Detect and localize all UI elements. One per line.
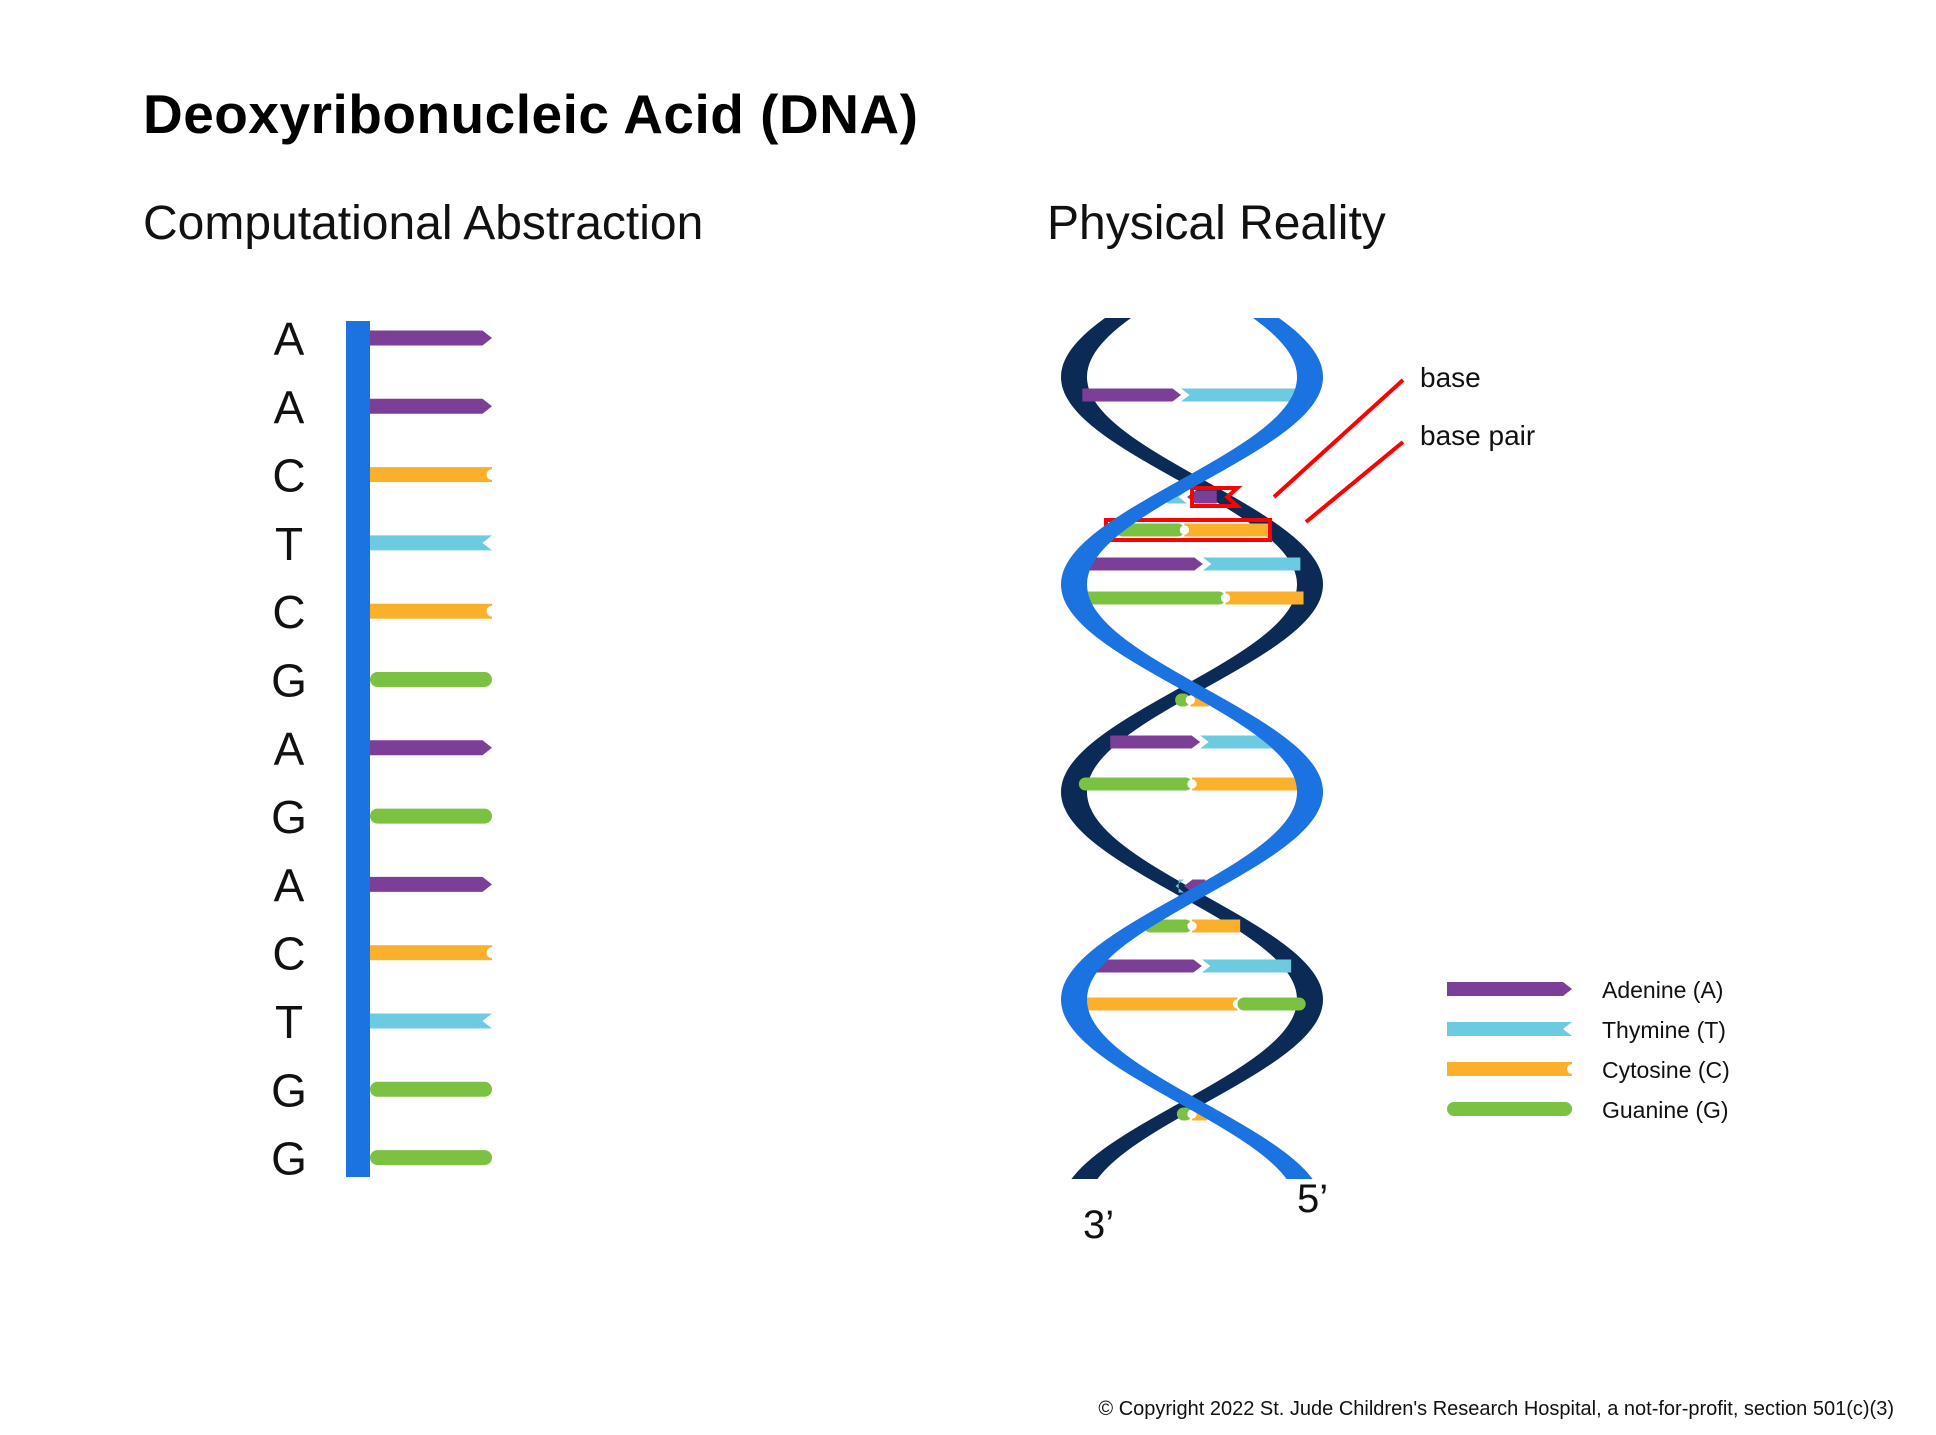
helix-base-right bbox=[1237, 997, 1306, 1011]
sequence-base-bar bbox=[370, 740, 492, 756]
page-title: Deoxyribonucleic Acid (DNA) bbox=[143, 83, 919, 145]
legend-label: Thymine (T) bbox=[1602, 1017, 1726, 1043]
legend-label: Cytosine (C) bbox=[1602, 1057, 1730, 1083]
sequence-base-bar bbox=[370, 876, 492, 892]
sequence-base-bar bbox=[370, 1081, 492, 1097]
helix-base-left bbox=[1175, 879, 1184, 893]
sequence-base-bar bbox=[370, 535, 492, 551]
sequence-base-bar-socket bbox=[486, 605, 498, 617]
legend-swatch bbox=[1447, 1022, 1572, 1036]
legend-swatch bbox=[1447, 1102, 1572, 1116]
strand-backbone bbox=[346, 321, 370, 1177]
sequence-base-bar bbox=[370, 1013, 492, 1029]
helix-base-right bbox=[1225, 591, 1304, 605]
sequence-letter: G bbox=[271, 791, 307, 843]
physical-reality-heading: Physical Reality bbox=[1047, 197, 1386, 250]
copyright-notice: © Copyright 2022 St. Jude Children's Res… bbox=[1098, 1398, 1894, 1420]
helix-base-right bbox=[1192, 777, 1306, 791]
sequence-letter: T bbox=[275, 518, 303, 570]
sequence-letter: C bbox=[272, 586, 305, 638]
helix-base-right-socket bbox=[1179, 525, 1190, 535]
sequence-base-bar bbox=[370, 603, 492, 619]
base-legend: Adenine (A) Thymine (T) Cytosine (C) Guanin… bbox=[1447, 977, 1730, 1123]
sequence-letter: G bbox=[271, 1064, 307, 1116]
sequence-base-bar bbox=[370, 467, 492, 483]
helix-base-right bbox=[1202, 557, 1301, 571]
sequence-base-bar bbox=[370, 1150, 492, 1166]
helix-base-right-socket bbox=[1185, 695, 1195, 705]
back-strand bbox=[1061, 318, 1323, 1179]
base-callout-line bbox=[1272, 378, 1405, 499]
helix-base-right bbox=[1184, 523, 1269, 537]
helix-base-left bbox=[1115, 523, 1185, 537]
three-prime-label: 3’ bbox=[1083, 1203, 1114, 1247]
sequence-letter: C bbox=[272, 450, 305, 502]
sequence-letter: G bbox=[271, 1133, 307, 1185]
base-highlight-box bbox=[1190, 486, 1243, 508]
helix-base-right bbox=[1200, 735, 1274, 749]
legend-label: Adenine (A) bbox=[1602, 977, 1723, 1003]
helix-base-right bbox=[1201, 959, 1292, 973]
sequence-letter: G bbox=[271, 655, 307, 707]
sequence-letter: A bbox=[274, 381, 305, 433]
helix-base-left bbox=[1082, 388, 1182, 402]
sequence-base-bar bbox=[370, 808, 492, 824]
sequence-base-bar-socket bbox=[486, 469, 498, 480]
sequence-base-bar-socket bbox=[486, 947, 498, 959]
helix-base-right bbox=[1181, 388, 1302, 402]
helix-base-left bbox=[1176, 1107, 1192, 1121]
legend-swatch-socket bbox=[1566, 1063, 1578, 1075]
sequence-letter: A bbox=[274, 313, 305, 365]
sequence-base-bar bbox=[370, 945, 492, 961]
helix-base-right-socket bbox=[1220, 593, 1231, 603]
sequence-letter: A bbox=[274, 723, 305, 775]
front-strand bbox=[1061, 318, 1323, 1179]
double-helix: 3’ 5’ bbox=[1061, 318, 1328, 1247]
sequence-letter: A bbox=[274, 859, 305, 911]
legend-swatch bbox=[1447, 982, 1572, 996]
legend-swatch bbox=[1447, 1062, 1572, 1076]
helix-base-left bbox=[1080, 591, 1226, 605]
helix-base-right bbox=[1192, 919, 1241, 933]
sequence-base-bar bbox=[370, 330, 492, 346]
computational-abstraction-heading: Computational Abstraction bbox=[143, 197, 704, 250]
helix-base-left bbox=[1175, 693, 1191, 707]
helix-base-right-socket bbox=[1187, 779, 1197, 789]
five-prime-label: 5’ bbox=[1297, 1177, 1328, 1221]
base-callout-label: base bbox=[1420, 362, 1481, 393]
base-pair-callout-label: base pair bbox=[1420, 420, 1535, 451]
legend-label: Guanine (G) bbox=[1602, 1097, 1729, 1123]
helix-base-left bbox=[1078, 777, 1192, 791]
helix-base-left bbox=[1083, 557, 1203, 571]
sequence-letter: T bbox=[275, 996, 303, 1048]
helix-base-right-socket bbox=[1187, 921, 1197, 931]
base-pair-callout-line bbox=[1304, 440, 1405, 524]
sequence-base-bar bbox=[370, 398, 492, 414]
helix-base-right bbox=[1187, 490, 1217, 504]
sequence-letter: C bbox=[272, 928, 305, 980]
callouts: base base pair bbox=[1272, 362, 1535, 524]
helix-base-left bbox=[1078, 997, 1238, 1011]
helix-base-left bbox=[1092, 959, 1202, 973]
helix-base-left bbox=[1110, 735, 1201, 749]
sequence-base-bar bbox=[370, 672, 492, 687]
